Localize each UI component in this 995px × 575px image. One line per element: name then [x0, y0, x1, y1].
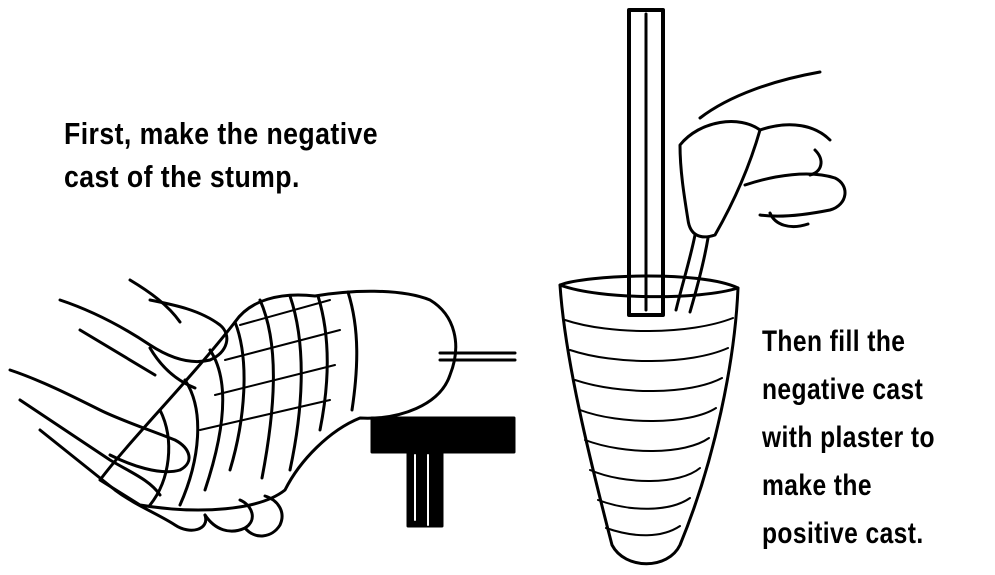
caption-line: make the: [762, 462, 935, 510]
left-hand: [10, 370, 189, 472]
plaster-stream: [676, 235, 695, 310]
positive-cast-instruction: Then fill the negative cast with plaster…: [762, 318, 935, 558]
caption-line: Then fill the: [762, 318, 935, 366]
pouring-hand: [700, 72, 845, 216]
stump-wrapping-illustration: [10, 280, 515, 536]
caption-line: with plaster to: [762, 414, 935, 462]
caption-line: cast of the stump.: [64, 155, 378, 198]
pouring-cup: [680, 122, 760, 237]
caption-line: positive cast.: [762, 510, 935, 558]
caption-line: First, make the negative: [64, 112, 378, 155]
clamp-post: [408, 448, 442, 526]
right-hand: [60, 300, 227, 362]
negative-cast-instruction: First, make the negative cast of the stu…: [64, 112, 378, 198]
caption-line: negative cast: [762, 366, 935, 414]
wrapped-stump: [100, 291, 456, 510]
negative-cast: [560, 276, 738, 564]
